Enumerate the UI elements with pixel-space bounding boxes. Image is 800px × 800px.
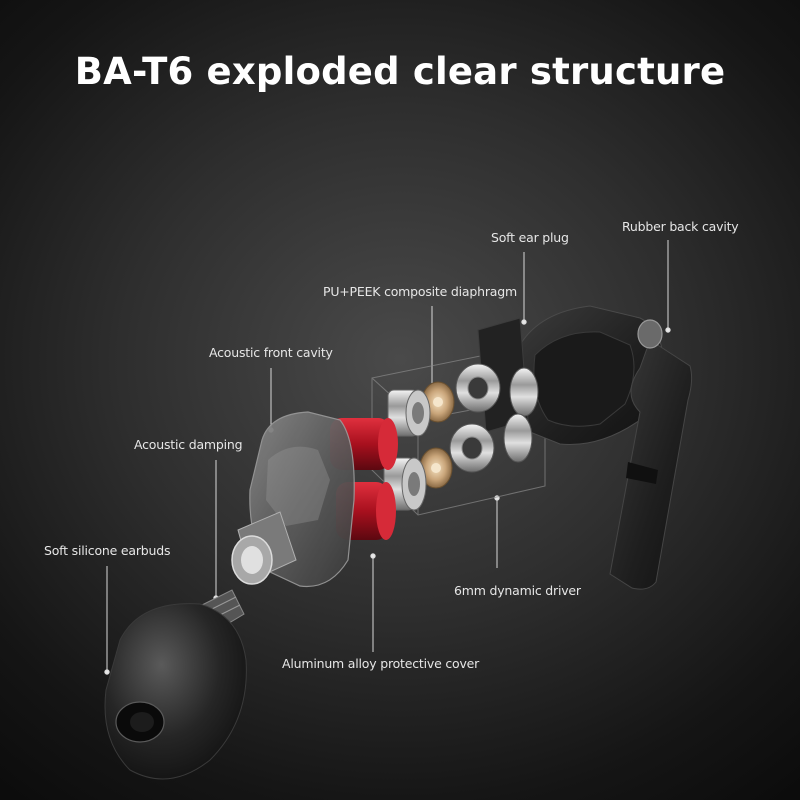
label-acoustic-front-cavity: Acoustic front cavity [209,345,333,360]
acoustic-front-cavity-part [231,411,355,588]
dynamic-driver-stack [383,363,539,511]
diagram-title: BA-T6 exploded clear structure [74,50,726,93]
silicone-earbud-part [104,603,247,780]
label-pu-peek-diaphragm: PU+PEEK composite diaphragm [323,284,517,299]
label-rubber-back-cavity: Rubber back cavity [622,219,739,234]
label-acoustic-damping: Acoustic damping [134,437,243,452]
label-aluminum-cover: Aluminum alloy protective cover [282,656,480,671]
label-soft-ear-plug: Soft ear plug [491,230,569,245]
label-dynamic-driver: 6mm dynamic driver [454,583,581,598]
rubber-back-cavity-part [477,305,693,590]
label-soft-silicone-earbuds: Soft silicone earbuds [44,543,171,558]
